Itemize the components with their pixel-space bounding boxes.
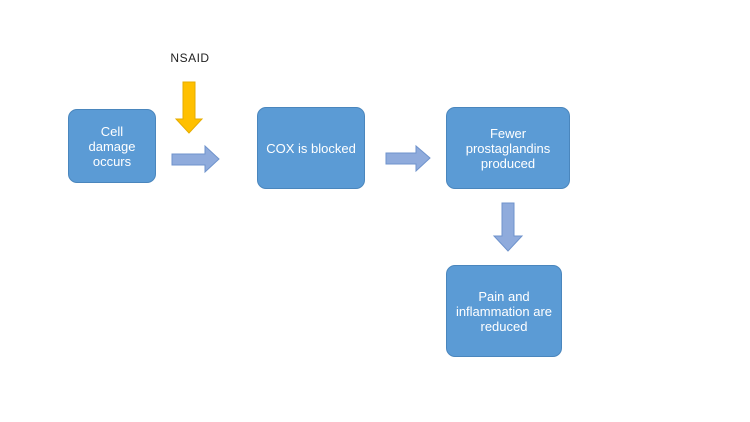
node-pain-reduced: Pain and inflammation are reduced: [446, 265, 562, 357]
arrow-fewer-to-pain: [492, 202, 524, 252]
node-fewer-prostaglandins-label: Fewer prostaglandins produced: [465, 125, 551, 171]
nsaid-label: NSAID: [170, 51, 210, 65]
node-cox-blocked: COX is blocked: [257, 107, 365, 189]
node-cox-blocked-label: COX is blocked: [266, 140, 356, 156]
node-cell-damage: Cell damage occurs: [68, 109, 156, 183]
node-fewer-prostaglandins: Fewer prostaglandins produced: [446, 107, 570, 189]
node-cell-damage-label: Cell damage occurs: [88, 123, 136, 169]
arrow-cell-to-cox: [171, 144, 220, 174]
arrow-cox-to-fewer: [385, 144, 431, 173]
node-pain-reduced-label: Pain and inflammation are reduced: [455, 288, 553, 334]
nsaid-down-arrow: [174, 81, 204, 134]
